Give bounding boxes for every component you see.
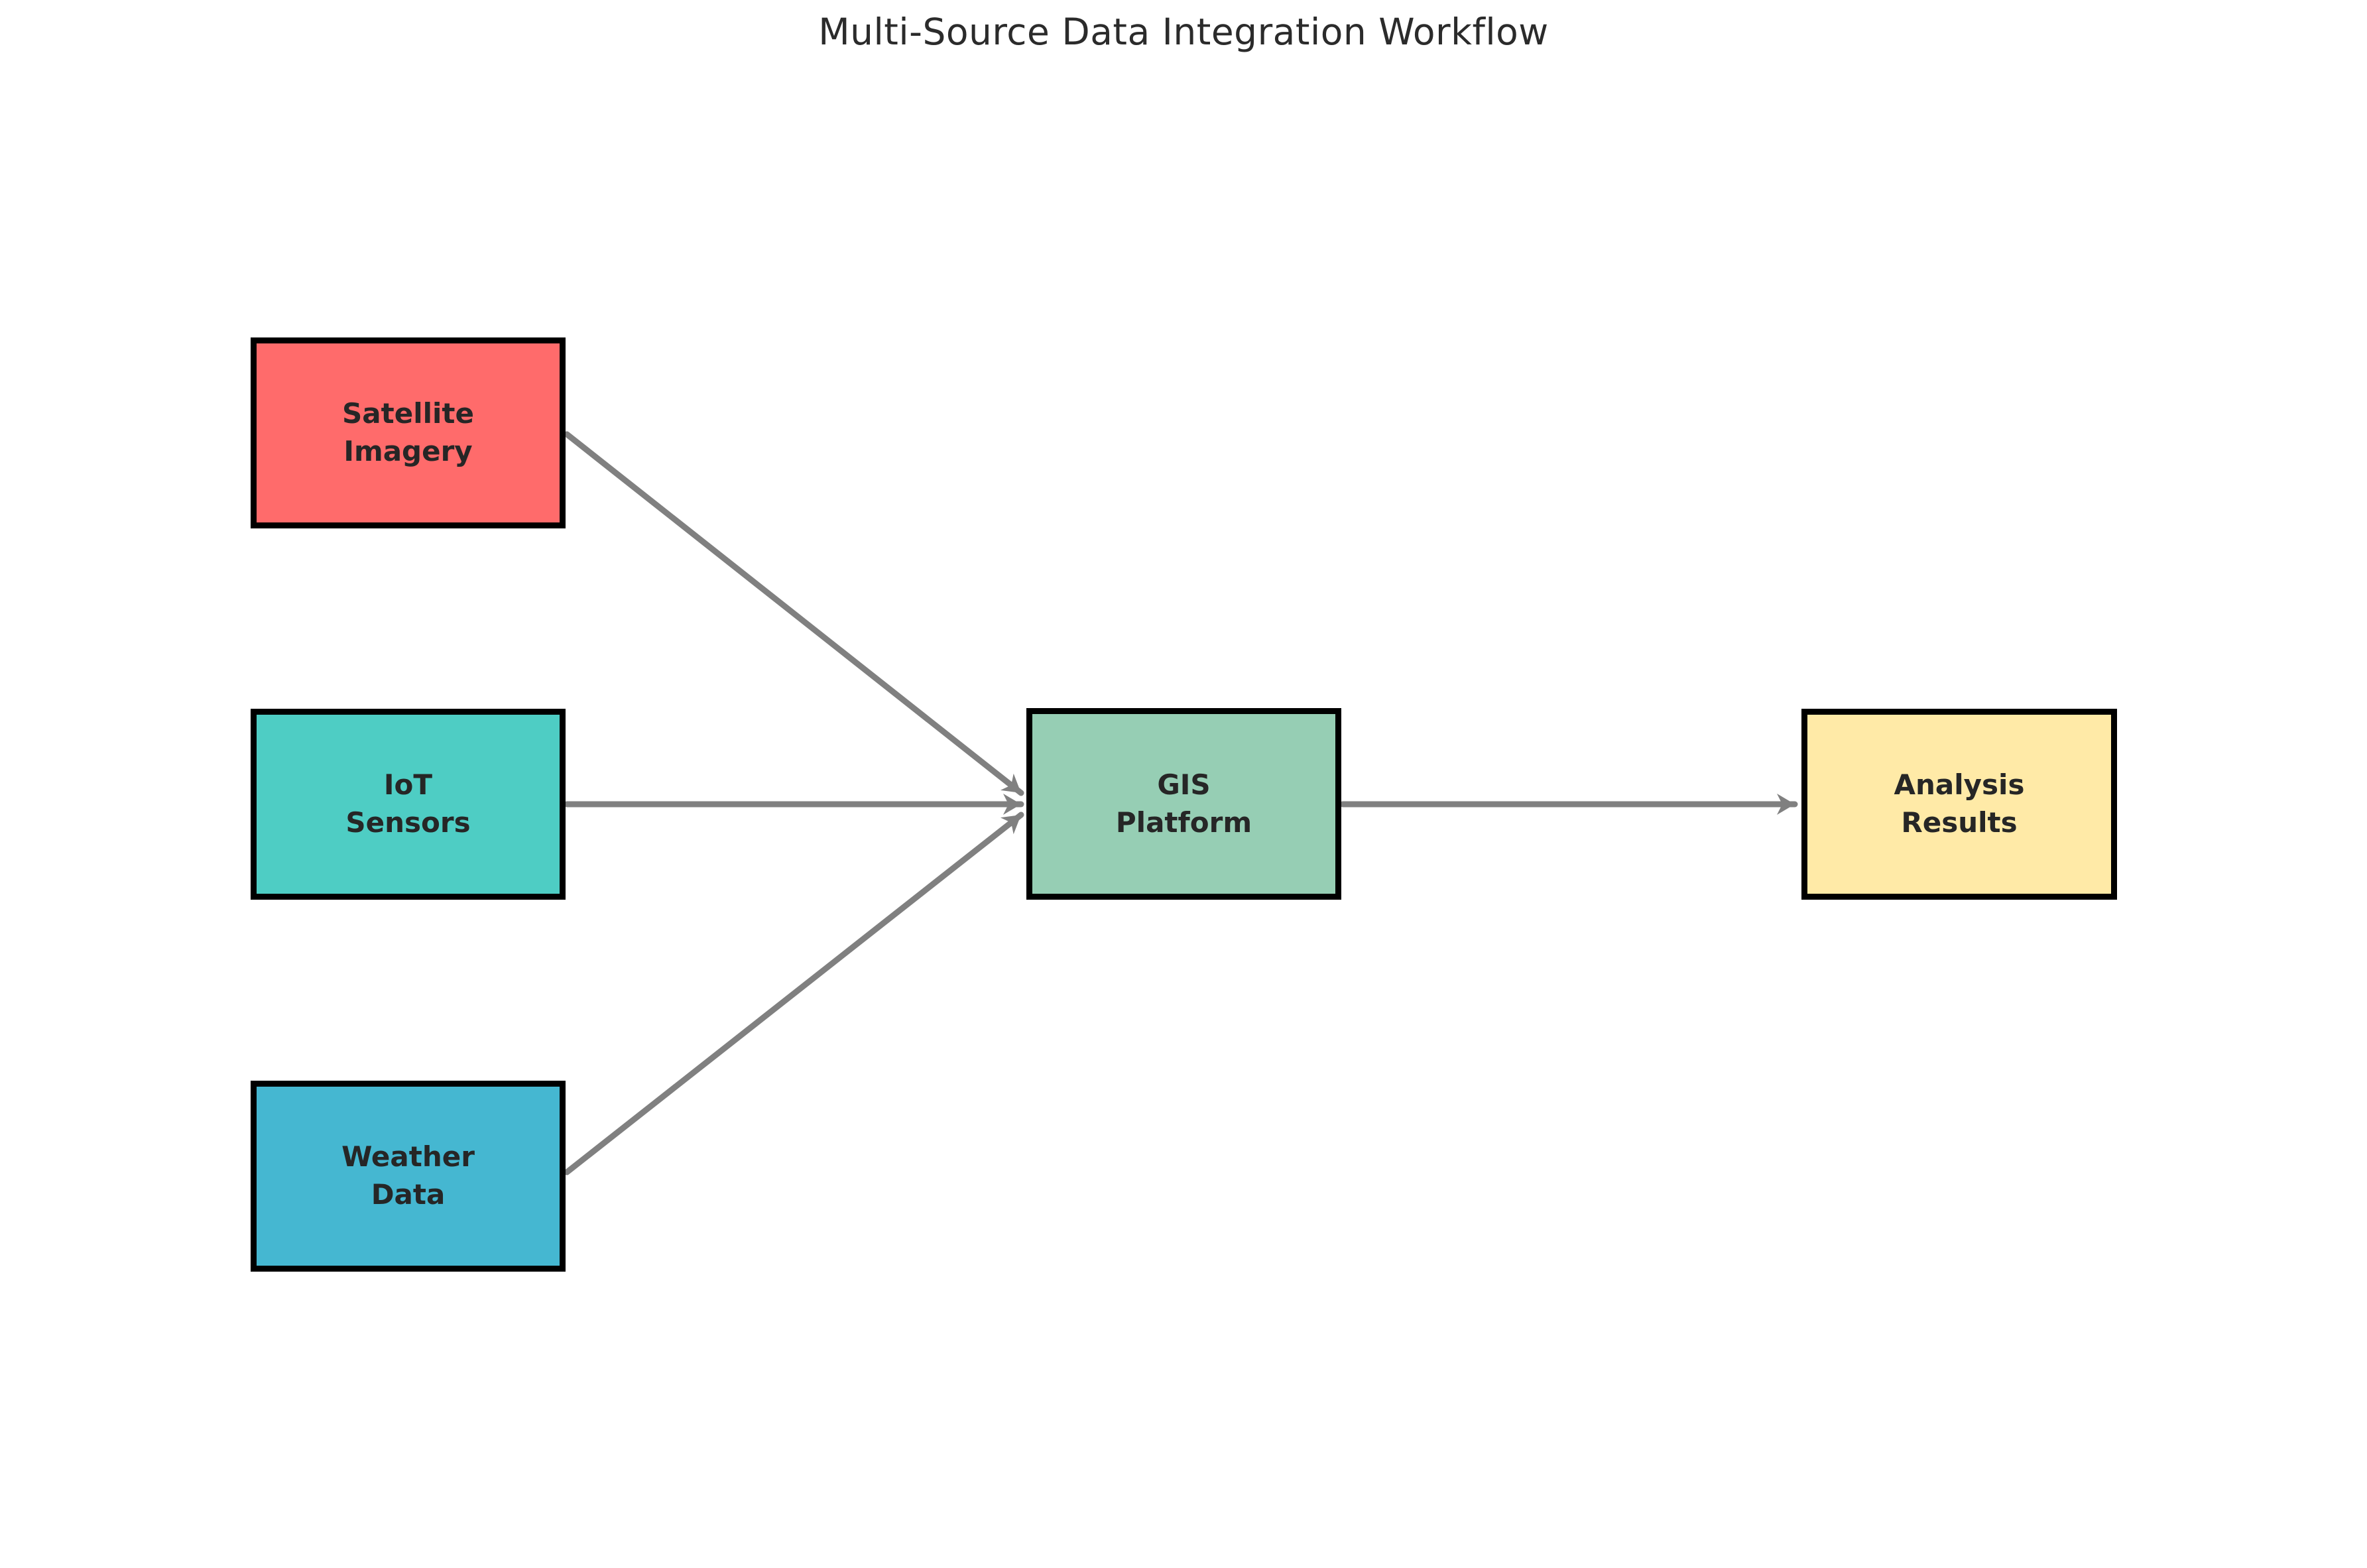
node-gis-label-line1: GIS [1157, 768, 1211, 801]
node-gis-label-line2: Platform [1115, 806, 1252, 839]
edge-weather-to-gis [564, 812, 1024, 1176]
node-satellite-label-line2: Imagery [343, 435, 473, 467]
node-satellite-label-line1: Satellite [342, 397, 474, 430]
node-satellite-imagery: Satellite Imagery [251, 337, 566, 528]
edge-satellite-to-gis [564, 431, 1024, 796]
node-weather-label-line2: Data [371, 1178, 446, 1211]
node-iot-label-line2: Sensors [345, 806, 471, 839]
node-analysis-label-line2: Results [1901, 806, 2018, 839]
node-gis-platform: GIS Platform [1026, 708, 1341, 900]
node-iot-sensors: IoT Sensors [251, 709, 566, 900]
diagram-title: Multi-Source Data Integration Workflow [818, 11, 1549, 53]
node-iot-label-line1: IoT [383, 768, 433, 802]
node-analysis-label-line1: Analysis [1894, 768, 2025, 802]
node-analysis-results: Analysis Results [1801, 709, 2117, 900]
node-weather-label-line1: Weather [341, 1140, 475, 1174]
node-weather-data: Weather Data [251, 1081, 566, 1272]
